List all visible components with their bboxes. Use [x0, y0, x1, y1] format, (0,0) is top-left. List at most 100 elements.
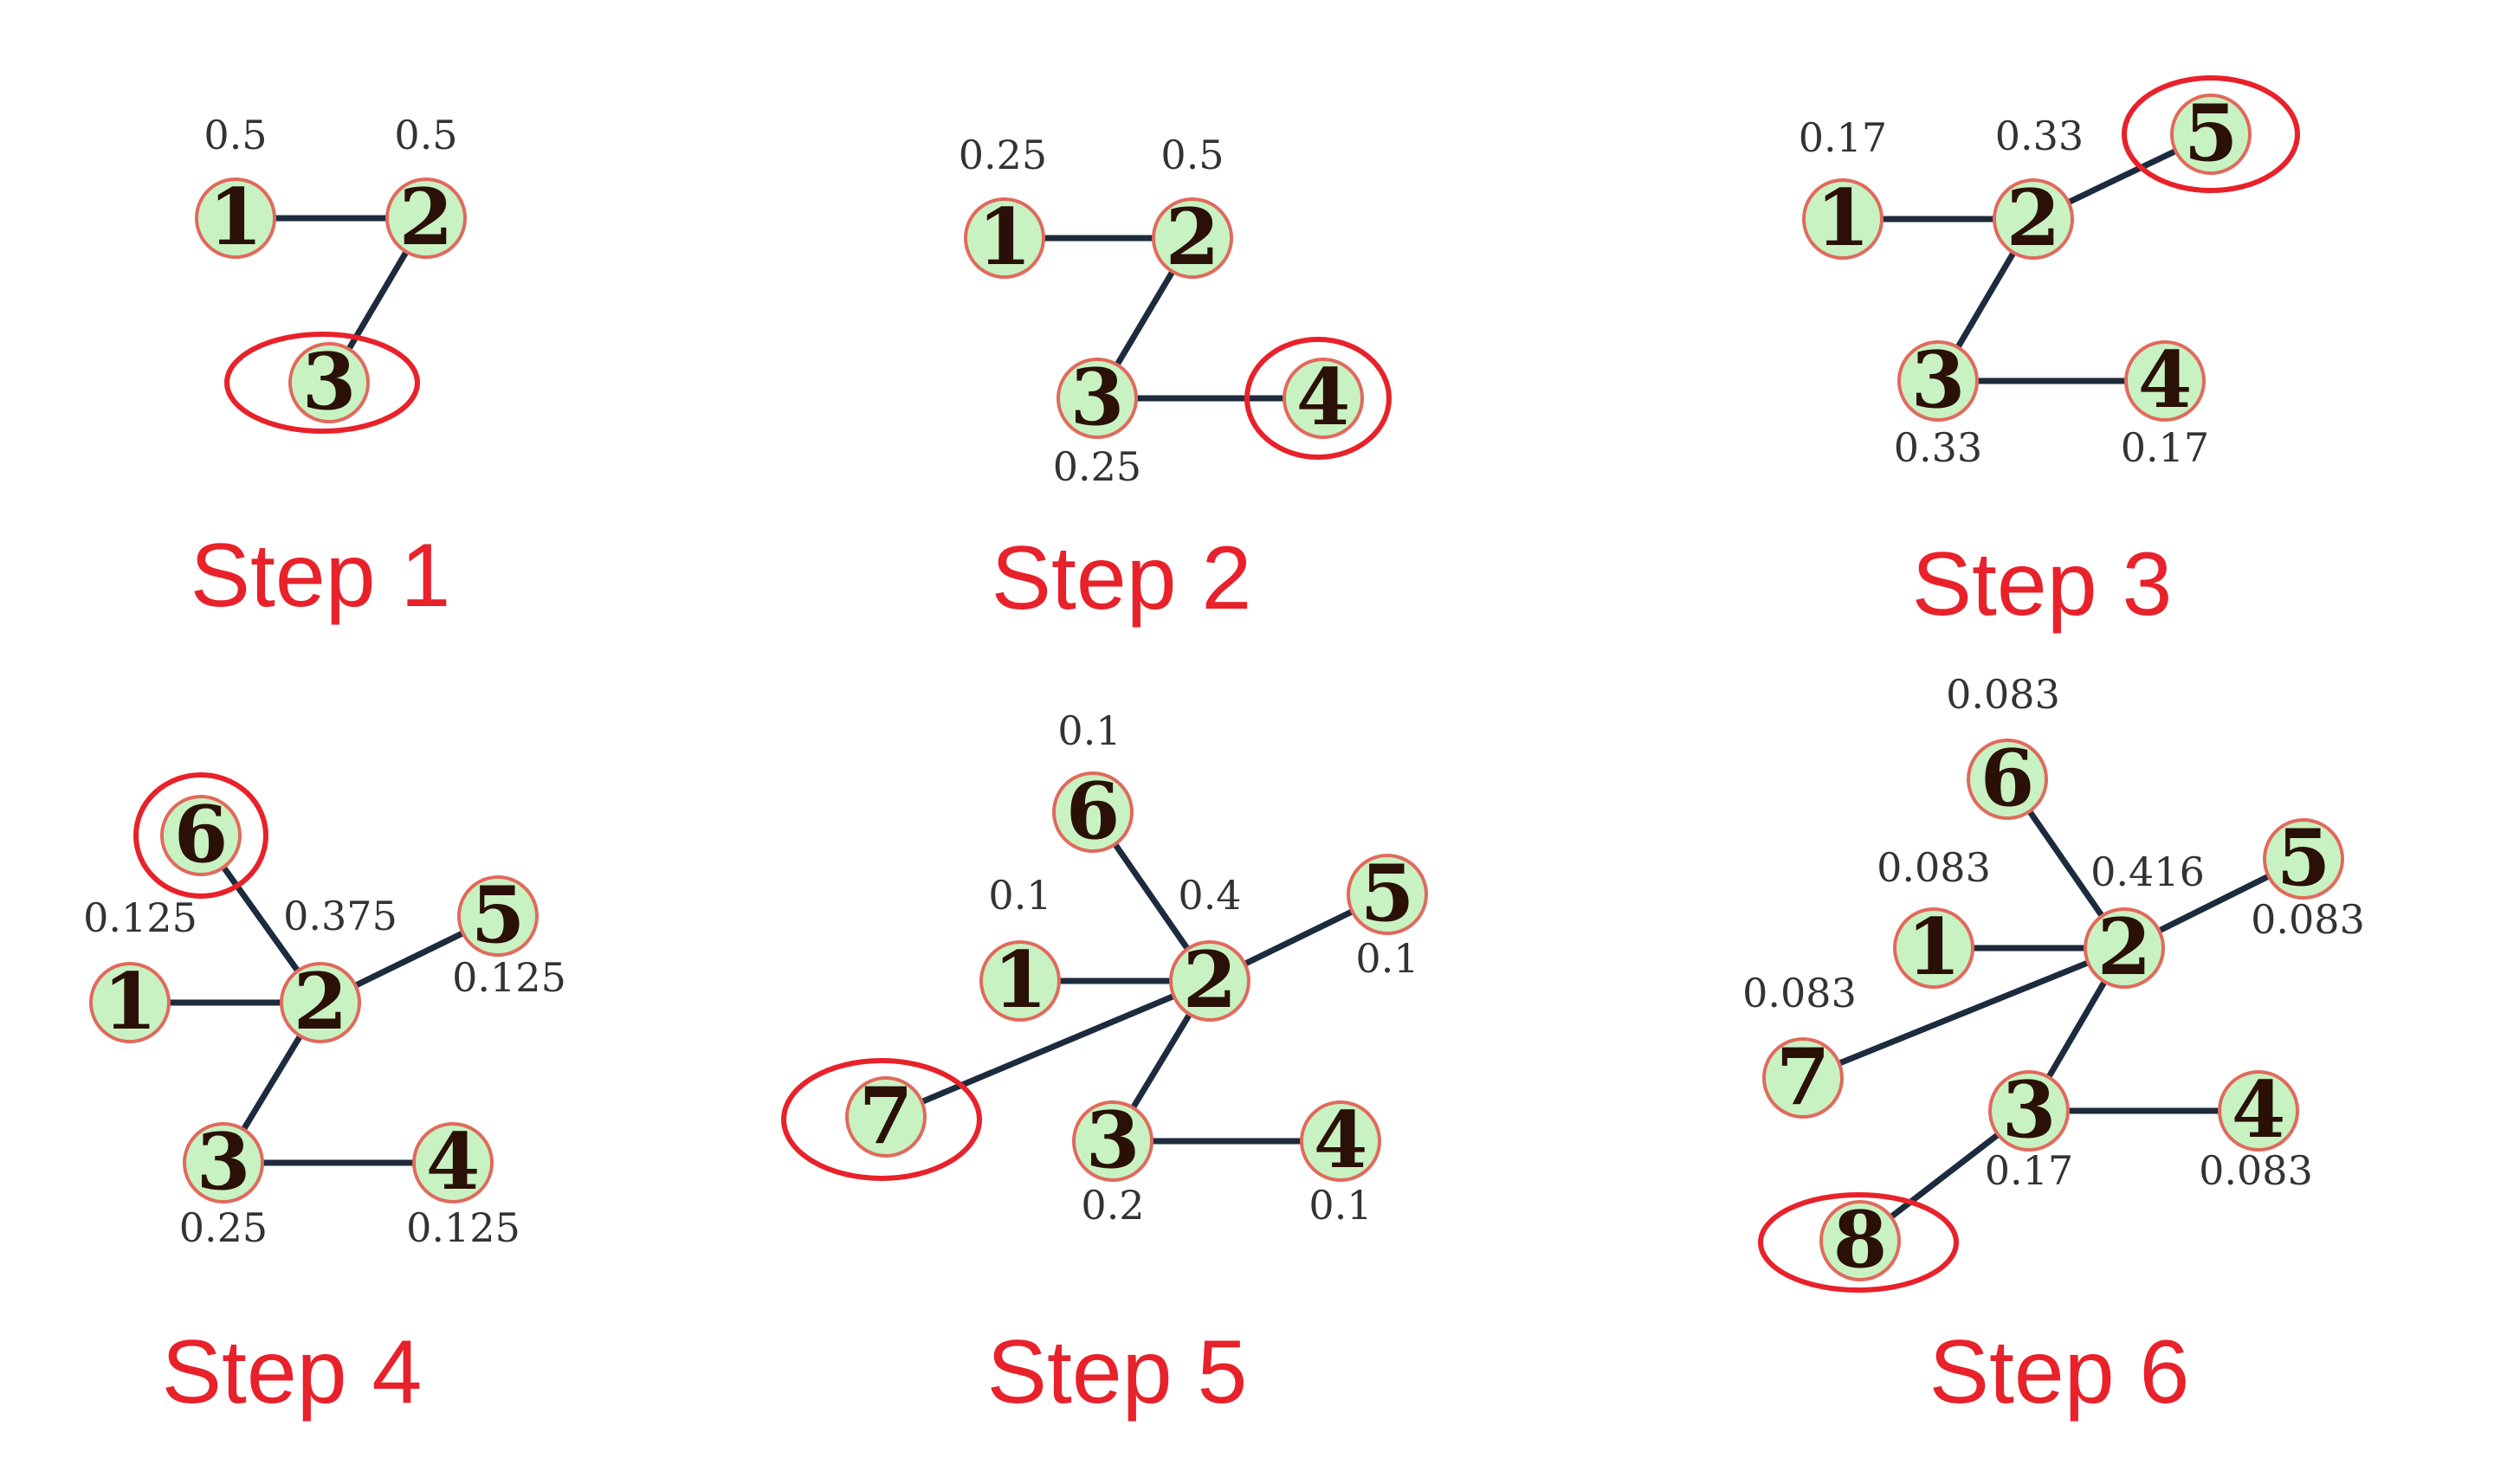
node-circle-3 [1056, 358, 1138, 439]
node-label-1: 1 [103, 956, 158, 1048]
node-value-1: 0.083 [1877, 844, 1991, 891]
node-value-4: 0.125 [406, 1204, 520, 1251]
node-label-1: 1 [1816, 172, 1871, 264]
node-value-4: 0.17 [2121, 424, 2209, 471]
node-value-2: 0.416 [2090, 848, 2205, 895]
node-value-3: 0.17 [1985, 1147, 2073, 1194]
node-label-2: 2 [294, 956, 348, 1048]
node-value-1: 0.125 [83, 894, 197, 941]
new-node-highlight-ring [224, 332, 420, 434]
node-circle-2 [2084, 907, 2165, 989]
node-value-1: 0.1 [988, 872, 1051, 919]
node-label-5: 5 [2277, 812, 2331, 904]
node-label-8: 8 [1833, 1194, 1888, 1286]
node-circle-7 [845, 1076, 927, 1158]
edge-2-7 [1800, 945, 2128, 1081]
step-caption: Step 6 [1929, 1322, 2190, 1423]
node-value-5: 0.083 [2251, 896, 2365, 943]
node-value-3: 0.25 [1053, 443, 1141, 490]
node-value-6: 0.1 [1057, 707, 1121, 754]
node-circle-5 [457, 875, 539, 957]
node-label-2: 2 [1183, 934, 1237, 1026]
node-value-1: 0.25 [959, 132, 1047, 178]
step-caption: Step 2 [992, 528, 1252, 629]
node-label-4: 4 [1314, 1094, 1368, 1186]
node-value-3: 0.2 [1081, 1182, 1144, 1229]
node-label-4: 4 [2138, 334, 2193, 426]
node-label-4: 4 [1296, 352, 1351, 443]
node-circle-4 [1283, 358, 1364, 439]
node-label-7: 7 [1776, 1031, 1831, 1123]
node-circle-6 [1052, 771, 1134, 853]
step-caption: Step 1 [191, 526, 451, 626]
node-value-2: 0.375 [283, 893, 397, 939]
node-circle-7 [1762, 1037, 1844, 1119]
node-circle-2 [1169, 940, 1250, 1022]
new-node-highlight-ring [781, 1058, 982, 1181]
node-label-3: 3 [1086, 1094, 1140, 1186]
node-label-3: 3 [1911, 334, 1966, 426]
node-value-2: 0.5 [1160, 132, 1224, 178]
node-label-3: 3 [1070, 352, 1125, 443]
node-circle-2 [280, 962, 361, 1043]
node-circle-3 [1072, 1100, 1153, 1182]
node-circle-8 [1819, 1200, 1901, 1281]
new-node-highlight-ring [133, 772, 268, 899]
node-label-3: 3 [2002, 1064, 2057, 1156]
node-label-6: 6 [1066, 765, 1121, 857]
node-label-4: 4 [426, 1116, 481, 1208]
node-label-6: 6 [1980, 732, 2035, 824]
node-circle-4 [1300, 1100, 1381, 1182]
node-circle-2 [1152, 197, 1233, 279]
step-caption: Step 4 [162, 1322, 423, 1423]
node-label-1: 1 [993, 934, 1048, 1026]
node-label-7: 7 [859, 1070, 914, 1162]
node-value-1: 0.17 [1799, 114, 1887, 161]
node-value-5: 0.125 [452, 954, 566, 1001]
node-label-1: 1 [209, 171, 263, 263]
node-circle-1 [1893, 907, 1974, 989]
node-value-2: 0.33 [1995, 113, 2084, 159]
node-value-3: 0.25 [179, 1204, 268, 1251]
new-node-highlight-ring [1758, 1192, 1959, 1293]
node-circle-3 [1988, 1070, 2070, 1152]
edge-2-7 [882, 978, 1213, 1120]
node-label-5: 5 [1360, 848, 1415, 939]
new-node-highlight-ring [1244, 337, 1392, 460]
node-circle-4 [2218, 1070, 2299, 1152]
step-panel-6: 10.08320.41630.1740.08350.08360.08370.08… [1742, 671, 2365, 1423]
node-label-4: 4 [2232, 1064, 2286, 1156]
node-circle-1 [89, 962, 171, 1043]
new-node-highlight-ring [2122, 75, 2300, 193]
node-circle-5 [1347, 854, 1428, 935]
node-circle-4 [412, 1122, 494, 1203]
node-label-5: 5 [471, 869, 526, 961]
node-circle-1 [964, 197, 1045, 279]
node-value-3: 0.33 [1894, 424, 1982, 471]
node-circle-4 [2124, 340, 2206, 422]
node-value-4: 0.1 [1308, 1182, 1372, 1229]
node-circle-5 [2263, 818, 2344, 900]
node-value-1: 0.5 [204, 112, 267, 158]
node-label-1: 1 [1907, 901, 1961, 993]
node-label-6: 6 [174, 789, 229, 881]
node-circle-3 [183, 1122, 264, 1203]
node-label-5: 5 [2184, 87, 2239, 179]
node-label-1: 1 [978, 191, 1032, 283]
node-circle-1 [1802, 178, 1884, 260]
node-label-2: 2 [2006, 172, 2061, 264]
node-label-2: 2 [1166, 191, 1220, 283]
step-caption: Step 5 [987, 1322, 1248, 1423]
node-circle-3 [288, 342, 370, 423]
node-circle-6 [1967, 739, 2048, 820]
node-circle-2 [1993, 178, 2074, 260]
node-circle-6 [160, 795, 242, 876]
node-value-4: 0.083 [2199, 1147, 2313, 1194]
step-caption: Step 3 [1912, 534, 2173, 635]
